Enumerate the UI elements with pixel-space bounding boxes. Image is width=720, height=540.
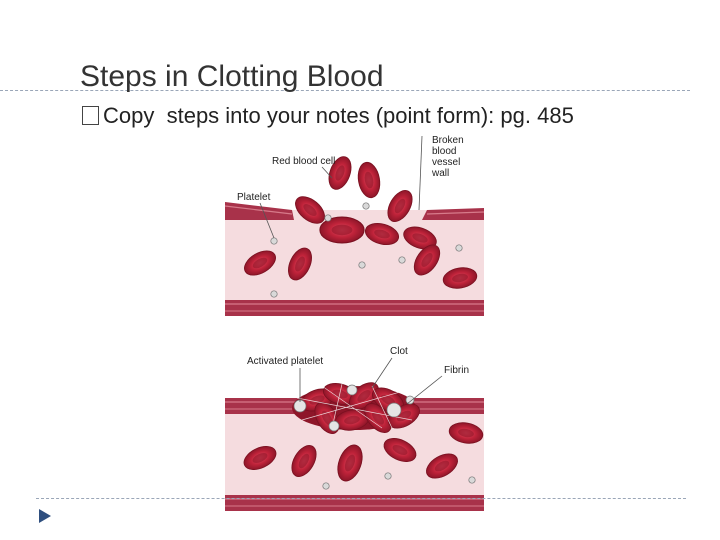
label-red-blood-cell: Red blood cell [272,156,335,167]
label-broken-wall-2: blood [432,146,456,157]
bottom-rule [36,498,686,499]
slide-title: Steps in Clotting Blood [80,60,384,93]
nav-arrow-icon[interactable] [38,509,52,523]
bullet-lead: Copy [103,103,155,128]
vessel-wall-upper-right [422,208,484,220]
platelet [270,237,278,245]
blood-clotting-figure: Red blood cell Platelet Broken blood ves… [222,128,492,520]
platelet [384,472,392,480]
platelet [455,244,463,252]
platelet [270,290,278,298]
vessel-wall-lower [225,300,484,316]
bullet-item: Copy steps into your notes (point form):… [82,103,574,129]
label-fibrin: Fibrin [444,365,469,376]
bullet-marker-icon [82,106,99,125]
platelet [322,482,330,490]
platelet [324,214,332,222]
bullet-text: steps into your notes (point form): pg. … [166,103,574,128]
platelet [362,202,370,210]
label-broken-wall-4: wall [431,168,449,179]
label-platelet: Platelet [237,192,271,203]
label-clot: Clot [390,346,408,357]
platelet [398,256,406,264]
label-broken-wall-1: Broken [432,135,464,146]
rbc-cell [355,160,383,200]
label-broken-wall-3: vessel [432,157,460,168]
vessel-top-panel: Red blood cell Platelet Broken blood ves… [224,135,485,316]
top-rule [0,90,690,91]
vessel-bottom-panel: Activated platelet Clot Fibrin [225,346,485,511]
vessel-wall-upper-left [225,202,294,220]
clot-mass [292,376,425,439]
label-activated-platelet: Activated platelet [247,356,323,367]
platelet [358,261,366,269]
platelet [468,476,476,484]
